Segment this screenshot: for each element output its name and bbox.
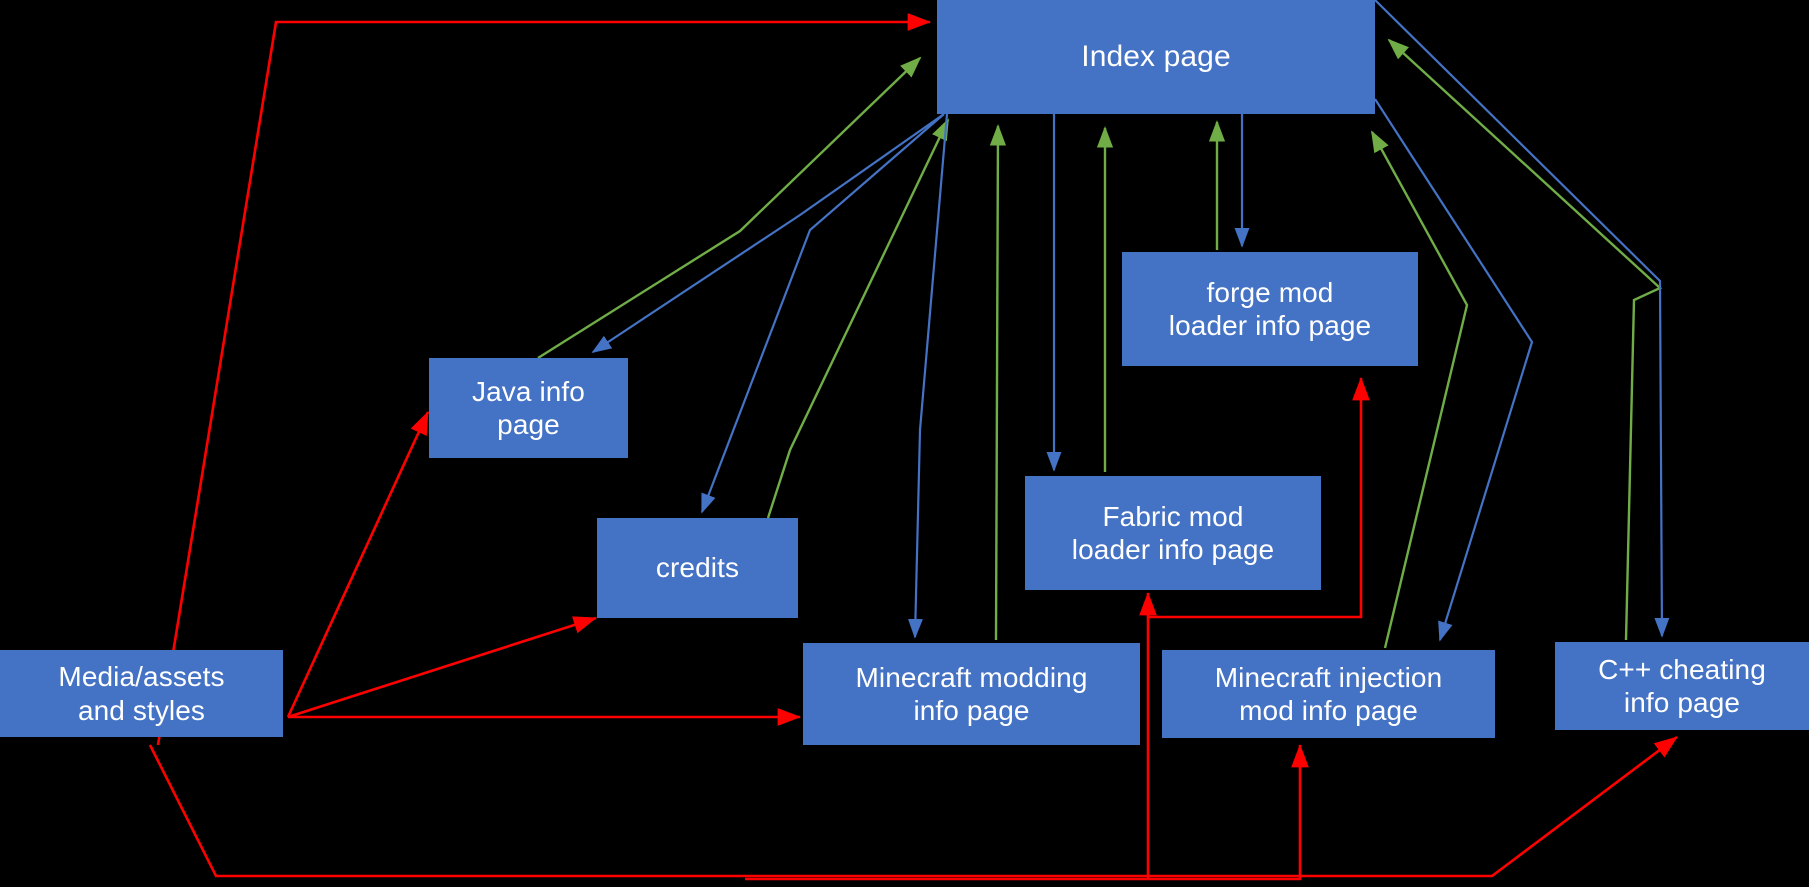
edge-credits-to-index: [766, 118, 950, 519]
node-minecraft-injection-mod-info-page[interactable]: Minecraft injection mod info page: [1162, 650, 1495, 738]
edge-media-to-injection: [745, 743, 1309, 881]
node-label: Fabric mod loader info page: [1071, 500, 1275, 565]
edge-index-to-injection: [1374, 98, 1534, 642]
edge-media-to-java: [286, 411, 430, 718]
node-label: forge mod loader info page: [1168, 276, 1372, 341]
node-fabric-mod-loader-info-page[interactable]: Fabric mod loader info page: [1025, 476, 1321, 590]
node-index-page[interactable]: Index page: [937, 0, 1375, 114]
edge-index-to-credits: [700, 113, 945, 514]
edge-index-to-cpp: [1374, 0, 1670, 638]
node-credits[interactable]: credits: [597, 518, 798, 618]
edge-media-to-cpp: [148, 735, 1678, 878]
node-label: Minecraft modding info page: [855, 661, 1088, 726]
node-media-assets-styles[interactable]: Media/assets and styles: [0, 650, 283, 737]
edge-java-to-index: [537, 56, 922, 360]
edge-index-to-java: [591, 113, 945, 353]
node-forge-mod-loader-info-page[interactable]: forge mod loader info page: [1122, 252, 1418, 366]
edge-media-to-credits: [287, 616, 597, 719]
node-label: Index page: [1081, 40, 1231, 74]
node-label: Minecraft injection mod info page: [1214, 661, 1443, 726]
node-label: C++ cheating info page: [1598, 653, 1766, 718]
node-label: Media/assets and styles: [58, 661, 225, 726]
edge-cpp-to-index: [1387, 38, 1663, 641]
node-cpp-cheating-info-page[interactable]: C++ cheating info page: [1555, 642, 1809, 730]
node-label: credits: [655, 552, 740, 584]
edge-modding-to-index: [989, 124, 1007, 641]
node-label: Java info page: [472, 375, 585, 440]
edge-injection-to-index: [1370, 130, 1469, 649]
edge-index-to-modding: [907, 113, 949, 639]
node-java-info-page[interactable]: Java info page: [429, 358, 628, 458]
node-minecraft-modding-info-page[interactable]: Minecraft modding info page: [803, 643, 1140, 745]
